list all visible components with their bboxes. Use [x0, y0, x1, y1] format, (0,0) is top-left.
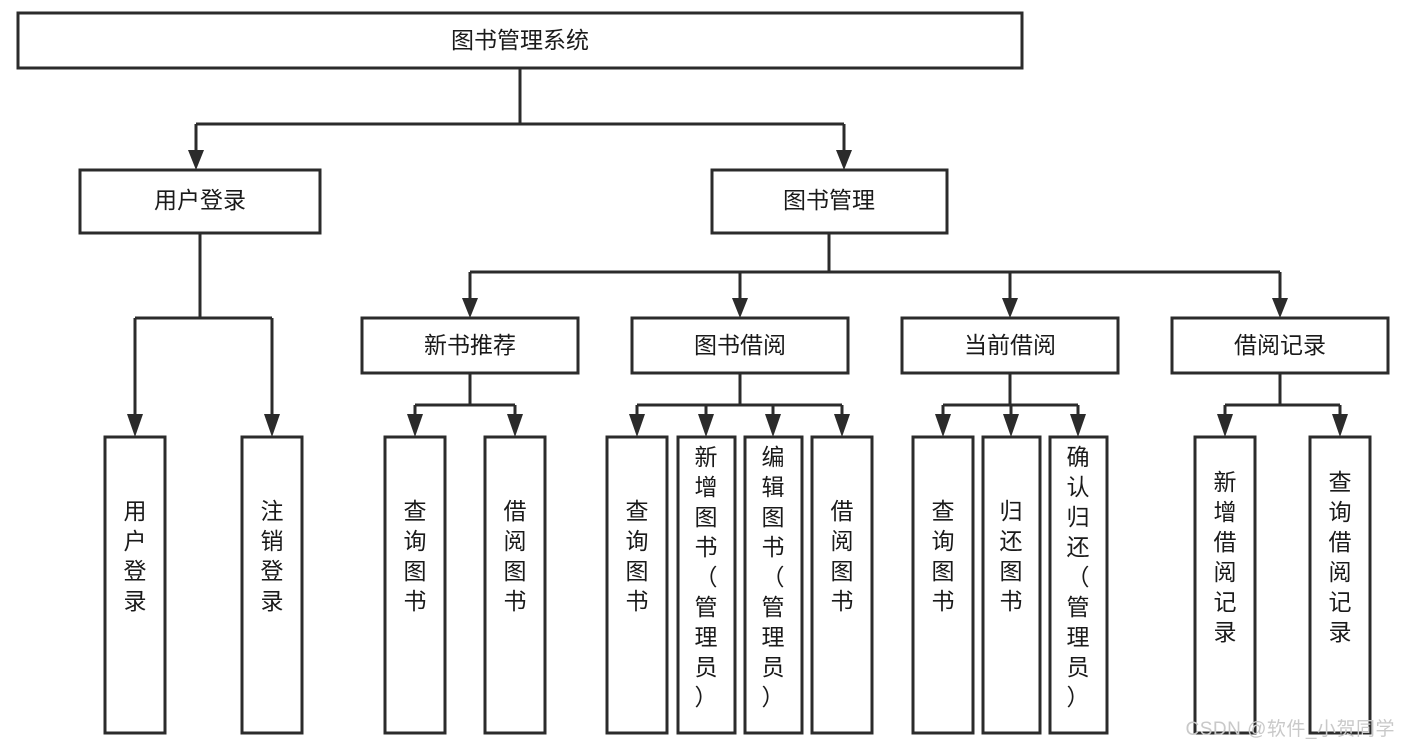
leaf-borrow-book-rec[interactable]: 借阅图书 [483, 435, 547, 735]
arrow-to-leaf-return-book [1003, 414, 1019, 437]
arrow-to-leaf-add-book [698, 414, 714, 437]
arrow-to-leaf-edit-book [765, 414, 781, 437]
leaf-edit-book-admin-box[interactable] [743, 435, 804, 735]
node-user-login[interactable]: 用户登录 [78, 168, 322, 235]
arrow-to-new-book-rec [462, 298, 478, 318]
arrow-to-leaf-borrow-book-2 [834, 414, 850, 437]
leaf-return-book-label: 归还图书 [1000, 498, 1023, 614]
connectors-book-manage-to-level3 [462, 233, 1288, 318]
leaf-query-borrow-record-label: 查询借阅记录 [1329, 469, 1352, 645]
leaf-query-borrow-record-box[interactable] [1308, 435, 1372, 735]
arrow-to-leaf-query-book-1 [407, 414, 423, 437]
node-root-system[interactable]: 图书管理系统 [16, 11, 1024, 70]
leaf-edit-book-admin[interactable]: 编辑图书（管理员） [743, 435, 804, 735]
node-book-manage-box[interactable] [710, 168, 949, 235]
arrow-to-user-login [188, 150, 204, 170]
connectors-user-login-to-leaves [127, 233, 280, 437]
leaf-query-book-current-label: 查询图书 [932, 498, 955, 614]
connector-new-book-rec [413, 373, 517, 418]
node-borrow-record-box[interactable] [1170, 316, 1390, 375]
leaf-query-book-current[interactable]: 查询图书 [911, 435, 975, 735]
arrow-to-borrow-record [1272, 298, 1288, 318]
leaf-borrow-book-rec-box[interactable] [483, 435, 547, 735]
leaf-query-book-current-box[interactable] [911, 435, 975, 735]
leaf-add-borrow-record[interactable]: 新增借阅记录 [1193, 435, 1257, 735]
leaf-logout[interactable]: 注销登录 [240, 435, 304, 735]
leaf-confirm-return-admin-label: 确认归还（管理员） [1067, 444, 1090, 710]
node-user-login-box[interactable] [78, 168, 322, 235]
node-user-login-label: 用户登录 [154, 187, 246, 213]
leaf-add-borrow-record-label: 新增借阅记录 [1214, 469, 1237, 645]
connector-borrow-record [1223, 373, 1342, 418]
connectors-new-book-rec-to-leaves [407, 373, 523, 437]
leaf-user-login-box[interactable] [103, 435, 167, 735]
node-book-borrow[interactable]: 图书借阅 [630, 316, 850, 375]
leaf-add-borrow-record-box[interactable] [1193, 435, 1257, 735]
node-root-box[interactable] [16, 11, 1024, 70]
leaf-logout-box[interactable] [240, 435, 304, 735]
connector-book-manage [468, 233, 1282, 300]
arrow-to-leaf-user-login [127, 414, 143, 437]
leaf-logout-label: 注销登录 [261, 498, 284, 614]
connector-current-borrow [941, 373, 1080, 418]
node-borrow-record-label: 借阅记录 [1234, 332, 1326, 358]
arrow-to-leaf-query-record [1332, 414, 1348, 437]
leaf-query-book-borrow[interactable]: 查询图书 [605, 435, 669, 735]
connectors-current-borrow-to-leaves [935, 373, 1086, 437]
leaf-add-book-admin[interactable]: 新增图书（管理员） [676, 435, 737, 735]
node-borrow-record[interactable]: 借阅记录 [1170, 316, 1390, 375]
connectors-borrow-record-to-leaves [1217, 373, 1348, 437]
node-new-book-recommend-box[interactable] [360, 316, 580, 375]
leaf-query-book-borrow-box[interactable] [605, 435, 669, 735]
leaf-user-login[interactable]: 用户登录 [103, 435, 167, 735]
leaf-query-book-rec-label: 查询图书 [404, 498, 427, 614]
leaf-query-book-borrow-label: 查询图书 [626, 498, 649, 614]
node-new-book-recommend[interactable]: 新书推荐 [360, 316, 580, 375]
arrow-to-book-borrow [732, 298, 748, 318]
arrow-to-leaf-query-book-3 [935, 414, 951, 437]
arrow-to-current-borrow [1002, 298, 1018, 318]
node-book-manage-label: 图书管理 [783, 187, 875, 213]
node-root-label: 图书管理系统 [451, 27, 589, 53]
leaf-query-book-rec[interactable]: 查询图书 [383, 435, 447, 735]
leaf-confirm-return-admin[interactable]: 确认归还（管理员） [1048, 435, 1109, 735]
leaf-return-book[interactable]: 归还图书 [981, 435, 1042, 735]
leaf-query-borrow-record[interactable]: 查询借阅记录 [1308, 435, 1372, 735]
leaf-query-book-rec-box[interactable] [383, 435, 447, 735]
leaf-borrow-book-borrow-label: 借阅图书 [831, 498, 854, 614]
leaf-borrow-book-rec-label: 借阅图书 [504, 498, 527, 614]
connectors-book-borrow-to-leaves [629, 373, 850, 437]
node-current-borrow-box[interactable] [900, 316, 1120, 375]
arrow-to-book-manage [836, 150, 852, 170]
leaf-add-book-admin-box[interactable] [676, 435, 737, 735]
arrow-to-leaf-query-book-2 [629, 414, 645, 437]
leaf-add-book-admin-label: 新增图书（管理员） [695, 444, 718, 710]
node-current-borrow-label: 当前借阅 [964, 332, 1056, 358]
leaf-user-login-label: 用户登录 [124, 498, 147, 614]
arrow-to-leaf-logout [264, 414, 280, 437]
arrow-to-leaf-borrow-book-1 [507, 414, 523, 437]
connector-user-login [133, 233, 274, 418]
arrow-to-leaf-confirm-return [1070, 414, 1086, 437]
node-book-borrow-label: 图书借阅 [694, 332, 786, 358]
connector-root [194, 68, 846, 152]
connector-book-borrow [635, 373, 844, 418]
leaf-confirm-return-admin-box[interactable] [1048, 435, 1109, 735]
node-book-manage[interactable]: 图书管理 [710, 168, 949, 235]
leaf-borrow-book-borrow[interactable]: 借阅图书 [810, 435, 874, 735]
node-current-borrow[interactable]: 当前借阅 [900, 316, 1120, 375]
leaf-edit-book-admin-label: 编辑图书（管理员） [762, 444, 785, 710]
node-new-book-recommend-label: 新书推荐 [424, 332, 516, 358]
leaf-return-book-box[interactable] [981, 435, 1042, 735]
node-book-borrow-box[interactable] [630, 316, 850, 375]
connectors-root-to-level2 [188, 68, 852, 170]
arrow-to-leaf-add-record [1217, 414, 1233, 437]
leaf-borrow-book-borrow-box[interactable] [810, 435, 874, 735]
